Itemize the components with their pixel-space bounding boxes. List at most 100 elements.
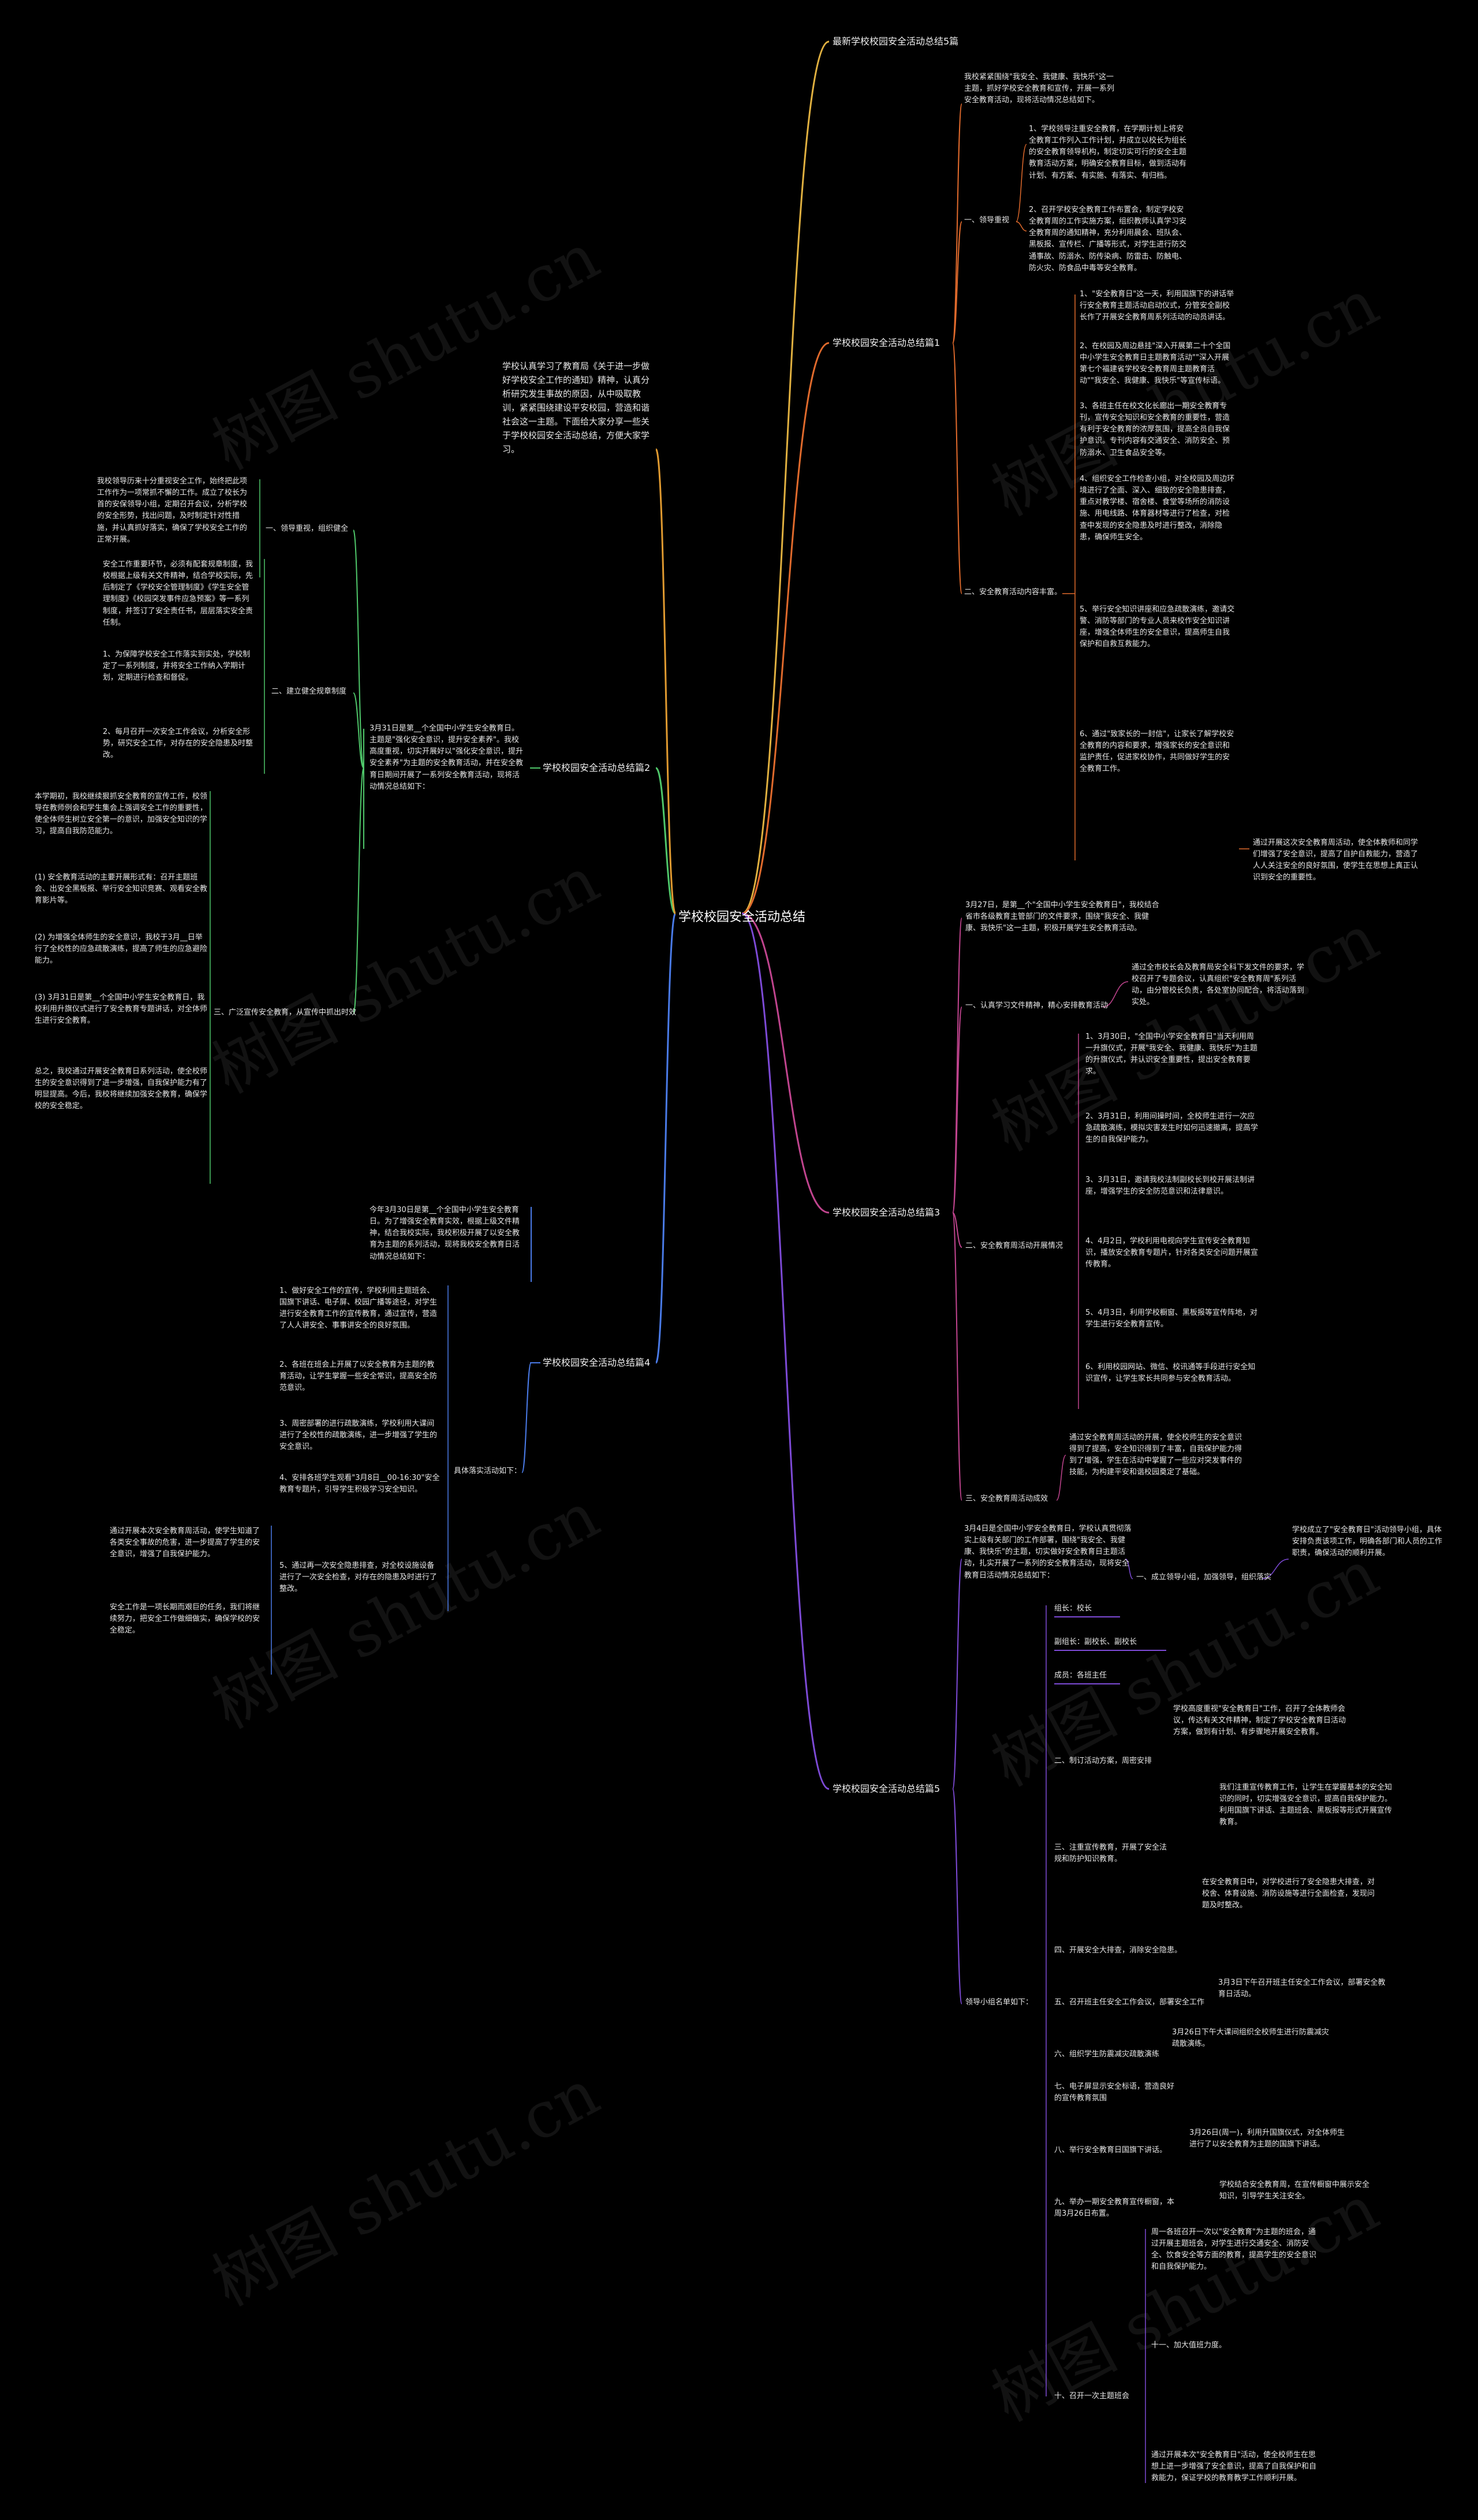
branch-p2[interactable]: 学校校园安全活动总结篇2 (543, 762, 651, 773)
p1-sec2-item: 1、"安全教育日"这一天，利用国旗下的讲话举行安全教育主题活动启动仪式，分管安全… (1080, 290, 1234, 322)
p5-item[interactable]: 八、举行安全教育日国旗下讲话。 (1054, 2146, 1167, 2154)
p3-sec2-item: 6、利用校园网站、微信、校讯通等手段进行安全知识宣传，让学生家长共同参与安全教育… (1085, 1363, 1256, 1384)
connector-line (1102, 981, 1129, 1008)
p2-sec3[interactable]: 三、广泛宣传安全教育，从宣传中抓出时效 (214, 1008, 357, 1017)
p3-sec2-item: 5、4月3日，利用学校橱窗、黑板报等宣传阵地，对学生进行安全教育宣传。 (1085, 1309, 1257, 1329)
p5-label[interactable]: 领导小组名单如下： (965, 1998, 1033, 2007)
p5-intro: 3月4日是全国中小学安全教育日，学校认真贯彻落实上级有关部门的工作部署，围绕"我… (964, 1524, 1132, 1580)
p2-sec1-text: 我校领导历来十分重视安全工作，始终把此项工作作为一项常抓不懈的工作。成立了校长为… (97, 477, 248, 544)
p5-leader: 组长：校长 (1054, 1604, 1092, 1613)
p4-tail: 安全工作是一项长期而艰巨的任务，我们将继续努力，把安全工作做细做实，确保学校的安… (110, 1603, 260, 1635)
connector-line (952, 342, 962, 594)
p5-item-text: 学校结合安全教育周，在宣传橱窗中展示安全知识，引导学生关注安全。 (1219, 2180, 1370, 2201)
p5-item[interactable]: 九、举办一期安全教育宣传橱窗，本周3月26日布置。 (1054, 2198, 1175, 2219)
connector-line (952, 1788, 962, 2004)
connector-line (1016, 144, 1027, 222)
connector-line (952, 221, 962, 344)
connector-line (952, 1006, 962, 1213)
p1-sec2-item: 2、在校园及周边悬挂"深入开展第二十个全国中小学生安全教育日主题教育活动""深入… (1080, 342, 1231, 386)
p5-item[interactable]: 十、召开一次主题班会 (1054, 2392, 1130, 2400)
connector-line (952, 103, 962, 344)
p1-sec1-item: 1、学校领导注重安全教育，在学期计划上将安全教育工作列入工作计划，并成立以校长为… (1029, 125, 1187, 180)
p5-deputy: 副组长：副校长、副校长 (1054, 1638, 1137, 1646)
p4-item: 4、安排各班学生观看"3月8日__00-16:30"安全教育专题片，引导学生积极… (279, 1474, 440, 1494)
branch-p1[interactable]: 学校校园安全活动总结篇1 (833, 337, 940, 348)
p5-item-text: 3月26日下午大课间组织全校师生进行防震减灾疏散演练。 (1172, 2028, 1329, 2049)
branch-connector (741, 912, 830, 1214)
p4-item: 2、各班在班会上开展了以安全教育为主题的教育活动，让学生掌握一些安全常识，提高安… (279, 1360, 438, 1393)
p2-sec2-text: 安全工作重要环节，必须有配套规章制度，我校根据上级有关文件精神，结合学校实际，先… (103, 560, 253, 627)
p1-sec2-item: 3、各班主任在校文化长廊出一期安全教育专刊，宣传安全知识和安全教育的重要性，营造… (1080, 402, 1230, 457)
connector-line (1261, 1559, 1289, 1579)
p2-sec3-item: (1) 安全教育活动的主要开展形式有：召开主题班会、出安全黑板报、举行安全知识竞… (35, 873, 208, 905)
p2-sec2-item: 2、每月召开一次安全工作会议，分析安全形势，研究安全工作，对存在的安全隐患及时整… (103, 728, 253, 760)
branch-connector (741, 40, 830, 915)
p3-sec2-item: 3、3月31日，邀请我校法制副校长到校开展法制讲座，增强学生的安全防范意识和法律… (1085, 1176, 1255, 1196)
p5-item[interactable]: 十一、加大值班力度。 (1151, 2341, 1227, 2350)
branch-p3[interactable]: 学校校园安全活动总结篇3 (833, 1207, 940, 1218)
p1-intro: 我校紧紧围绕"我安全、我健康、我快乐"这一主题，抓好学校安全教育和宣传，开展一系… (964, 73, 1115, 105)
p3-sec3-text: 通过安全教育周活动的开展，使全校师生的安全意识得到了提高，安全知识得到了丰富，自… (1069, 1433, 1242, 1477)
p5-item-text: 我们注重宣传教育工作，让学生在掌握基本的安全知识的同时，切实增强安全意识，提高自… (1219, 1783, 1393, 1827)
p3-sec2-item: 2、3月31日，利用间操时间，全校师生进行一次应急疏散演练，模拟灾害发生时如何迅… (1085, 1112, 1259, 1145)
p3-sec1[interactable]: 一、认真学习文件精神，精心安排教育活动 (965, 1001, 1108, 1010)
connector-line (952, 1559, 962, 1790)
p1-sec1-item: 2、召开学校安全教育工作布置会，制定学校安全教育周的工作实施方案，组织教师认真学… (1029, 206, 1187, 273)
p1-sec2[interactable]: 二、安全教育活动内容丰富。 (964, 588, 1062, 597)
p1-sec2-item: 6、通过"致家长的一封信"，让家长了解学校安全教育的内容和要求，增强家长的安全意… (1080, 730, 1234, 774)
p5-item[interactable]: 五、召开班主任安全工作会议，部署安全工作 (1054, 1998, 1205, 2007)
p5-item[interactable]: 二、制订活动方案，周密安排 (1054, 1757, 1152, 1765)
branch-connector (655, 767, 677, 915)
p4-item: 3、周密部署的进行疏散演练，学校利用大课间进行了全校性的疏散演练，进一步增强了学… (279, 1419, 438, 1452)
p1-sec1[interactable]: 一、领导重视 (964, 216, 1010, 225)
p4-intro: 今年3月30日是第__个全国中小学生安全教育日。为了增强安全教育实效，根据上级文… (370, 1206, 520, 1261)
branch-connector (741, 342, 830, 915)
p5-item[interactable]: 六、组织学生防震减灾疏散演练 (1054, 2050, 1160, 2059)
connector-line (952, 918, 962, 1213)
p2-sec3-item: (3) 3月31日是第__个全国中小学生安全教育日，我校利用升旗仪式进行了安全教… (35, 993, 208, 1026)
p4-label[interactable]: 具体落实活动如下： (454, 1467, 522, 1475)
p1-sec2-tail: 通过开展这次安全教育周活动，使全体教师和同学们增强了安全意识，提高了自护自救能力… (1253, 838, 1419, 882)
connector-line (353, 767, 364, 1015)
branch-connector (741, 912, 830, 1790)
p1-sec2-item: 5、举行安全知识讲座和应急疏散演练，邀请交警、消防等部门的专业人员来校作安全知识… (1080, 605, 1235, 649)
p5-tail: 通过开展本次"安全教育日"活动，使全校师生在思想上进一步增强了安全意识，提高了自… (1151, 2451, 1317, 2483)
p3-sec2[interactable]: 二、安全教育周活动开展情况 (965, 1242, 1063, 1250)
p4-item: 1、做好安全工作的宣传，学校利用主题班会、国旗下讲话、电子屏、校园广播等途径，对… (279, 1287, 438, 1330)
intro-node: 学校认真学习了教育局《关于进一步做好学校安全工作的通知》精神，认真分析研究发生事… (502, 361, 650, 454)
p5-item-text: 学校高度重视"安全教育日"工作，召开了全体教师会议，传达有关文件精神，制定了学校… (1173, 1705, 1346, 1737)
p2-sec2-item: 1、为保障学校安全工作落实到实处，学校制定了一系列制度，并将安全工作纳入学期计划… (103, 650, 251, 683)
p2-sec3-item: (2) 为增强全体师生的安全意识，我校于3月__日举行了全校性的应急疏散演练，提… (35, 933, 208, 965)
p3-sec2-item: 1、3月30日，"全国中小学安全教育日"当天利用周一升旗仪式，开展"我安全、我健… (1085, 1032, 1257, 1076)
p4-item: 5、通过再一次安全隐患排查，对全校设施设备进行了一次安全检查，对存在的隐患及时进… (279, 1561, 438, 1594)
p1-sec2-item: 4、组织安全工作检查小组，对全校园及周边环境进行了全面、深入、细致的安全隐患排查… (1080, 475, 1235, 542)
p4-tail: 通过开展本次安全教育周活动，使学生知道了各类安全事故的危害，进一步提高了学生的安… (110, 1527, 260, 1559)
connector-line (1016, 221, 1027, 232)
branch-connector (655, 448, 677, 915)
p5-sec1[interactable]: 一、成立领导小组，加强领导，组织落实 (1136, 1573, 1272, 1582)
connector-line (952, 1212, 962, 1501)
p3-sec3[interactable]: 三、安全教育周活动成效 (965, 1494, 1048, 1503)
p5-item[interactable]: 七、电子屏显示安全标语，营造良好的宣传教育氛围 (1054, 2082, 1175, 2103)
p2-sec3-text: 本学期初，我校继续狠抓安全教育的宣传工作，校领导在教师例会和学生集会上强调安全工… (35, 792, 208, 836)
p5-item[interactable]: 四、开展安全大排查，消除安全隐患。 (1054, 1946, 1182, 1955)
branch-p4[interactable]: 学校校园安全活动总结篇4 (543, 1357, 651, 1368)
p2-intro: 3月31日是第__个全国中小学生安全教育日。主题是"强化安全意识，提升安全素养"… (370, 724, 523, 791)
p5-item[interactable]: 三、注重宣传教育，开展了安全法规和防护知识教育。 (1054, 1843, 1167, 1864)
p5-item-text: 3月26日(周一)，利用升国旗仪式，对全体师生进行了以安全教育为主题的国旗下讲话… (1189, 2128, 1345, 2149)
branch-title[interactable]: 最新学校校园安全活动总结5篇 (833, 36, 959, 47)
connector-line (353, 530, 364, 769)
p5-member: 成员：各班主任 (1054, 1671, 1107, 1680)
connector-line (1056, 1455, 1066, 1501)
center-topic[interactable]: 学校校园安全活动总结 (678, 910, 806, 925)
p2-sec2[interactable]: 二、建立健全规章制度 (271, 687, 347, 696)
connector-line (1125, 1559, 1133, 1579)
p5-item-text: 3月3日下午召开班主任安全工作会议，部署安全教育日活动。 (1218, 1978, 1386, 1999)
branch-p5[interactable]: 学校校园安全活动总结篇5 (833, 1783, 940, 1794)
connector-line (353, 692, 364, 769)
connector-line (521, 1362, 532, 1473)
p3-sec1-text: 通过全市校长会及教育局安全科下发文件的要求，学校召开了专题会议，认真组织"安全教… (1132, 963, 1305, 1007)
p2-sec1[interactable]: 一、领导重视，组织健全 (266, 524, 349, 533)
connector-line (952, 1212, 962, 1248)
